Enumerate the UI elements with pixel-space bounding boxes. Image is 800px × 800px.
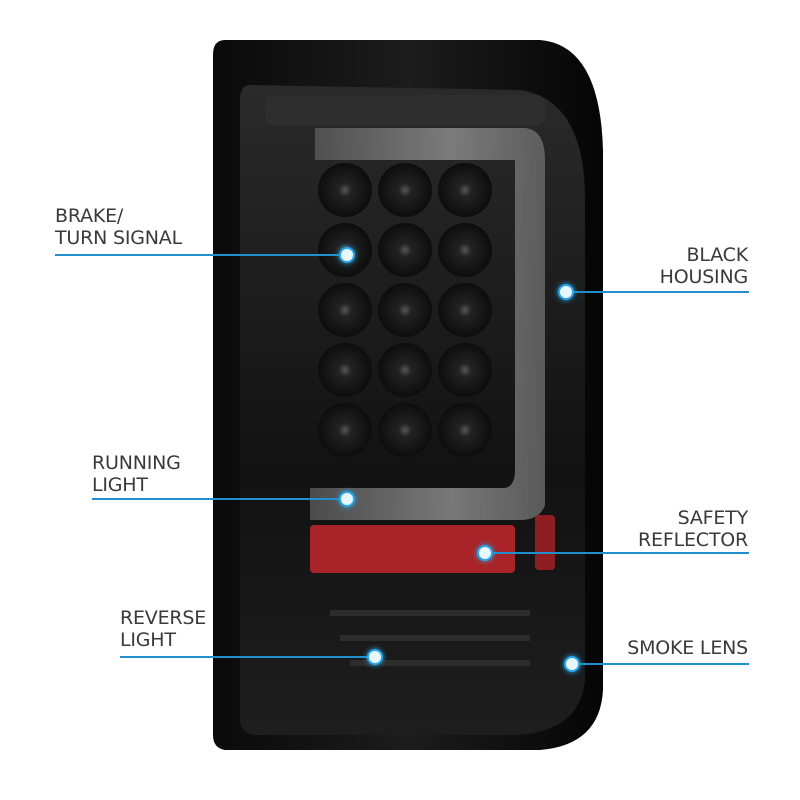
callout-line xyxy=(485,552,749,554)
led-cell xyxy=(318,343,372,397)
callout-line xyxy=(92,498,347,500)
callout-dot-icon xyxy=(566,658,578,670)
callout-dot-icon xyxy=(560,286,572,298)
led-cell xyxy=(318,163,372,217)
led-cell xyxy=(378,163,432,217)
led-cell xyxy=(438,283,492,337)
callout-dot-icon xyxy=(341,493,353,505)
callout-dot-icon xyxy=(479,547,491,559)
callout-line xyxy=(120,656,375,658)
led-cell xyxy=(378,223,432,277)
led-cell xyxy=(438,343,492,397)
led-cell xyxy=(318,403,372,457)
led-cell xyxy=(378,403,432,457)
led-cell xyxy=(438,403,492,457)
callout-line xyxy=(55,254,347,256)
safety-reflector-shape xyxy=(310,525,515,573)
led-cell xyxy=(318,283,372,337)
led-cell xyxy=(378,343,432,397)
callout-line xyxy=(566,291,749,293)
callout-line xyxy=(572,663,749,665)
callout-label-brake-turn-signal: BRAKE/TURN SIGNAL xyxy=(55,205,182,249)
led-cell xyxy=(378,283,432,337)
callout-dot-icon xyxy=(341,249,353,261)
led-cell xyxy=(438,163,492,217)
led-cell xyxy=(438,223,492,277)
callout-dot-icon xyxy=(369,651,381,663)
callout-label-smoke-lens: SMOKE LENS xyxy=(627,637,748,659)
